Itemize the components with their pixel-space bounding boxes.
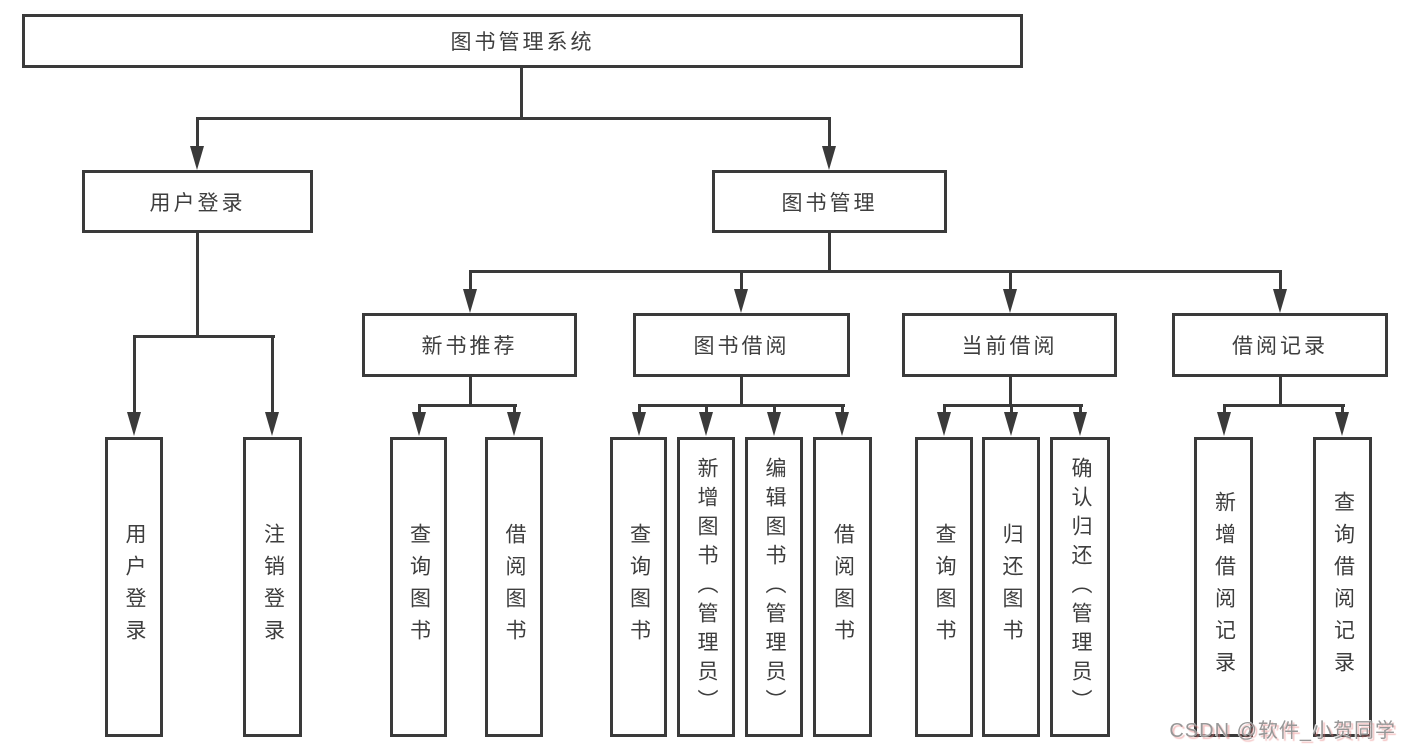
- leaf-label: 查询图书: [407, 523, 431, 651]
- connector-line: [1223, 404, 1345, 407]
- connector-line: [943, 404, 1083, 407]
- arrow-down-icon: [412, 412, 426, 436]
- connector-line: [705, 404, 708, 414]
- node-leaf-br-add-record: 新增借阅记录: [1194, 437, 1253, 737]
- connector-line: [196, 233, 199, 337]
- node-root-label: 图书管理系统: [450, 31, 595, 54]
- leaf-label: 查询图书: [933, 523, 956, 651]
- node-leaf-logout: 注销登录: [243, 437, 302, 737]
- arrow-down-icon: [822, 146, 836, 170]
- connector-line: [469, 270, 472, 292]
- connector-line: [469, 270, 1282, 273]
- node-user-login-label: 用户登录: [149, 191, 246, 215]
- node-leaf-nb-query-books: 查询图书: [390, 437, 447, 737]
- arrow-down-icon: [463, 289, 477, 313]
- arrow-down-icon: [127, 412, 141, 436]
- node-leaf-bb-query-books: 查询图书: [610, 437, 667, 737]
- connector-line: [638, 404, 845, 407]
- connector-line: [740, 270, 743, 292]
- connector-line: [520, 68, 523, 120]
- leaf-label: 查询借阅记录: [1331, 491, 1355, 683]
- connector-line: [1279, 270, 1282, 292]
- leaf-label: 注销登录: [261, 523, 285, 651]
- connector-line: [1279, 377, 1282, 407]
- connector-line: [1223, 404, 1226, 414]
- connector-line: [271, 335, 274, 414]
- arrow-down-icon: [507, 412, 521, 436]
- node-leaf-user-login: 用户登录: [105, 437, 163, 737]
- arrow-down-icon: [1217, 412, 1231, 436]
- csdn-watermark: CSDN @软件_小贺同学: [1169, 720, 1396, 742]
- node-current-borrow: 当前借阅: [902, 313, 1117, 377]
- connector-line: [418, 404, 517, 407]
- node-leaf-br-query-record: 查询借阅记录: [1313, 437, 1372, 737]
- leaf-label: 新增借阅记录: [1212, 491, 1236, 683]
- arrow-down-icon: [1004, 412, 1018, 436]
- arrow-down-icon: [699, 412, 713, 436]
- node-leaf-nb-borrow-books: 借阅图书: [485, 437, 543, 737]
- connector-line: [133, 335, 275, 338]
- connector-line: [513, 404, 516, 414]
- node-leaf-cb-query-books: 查询图书: [915, 437, 973, 737]
- node-new-book-recommend-label: 新书推荐: [421, 335, 518, 358]
- node-user-login: 用户登录: [82, 170, 313, 233]
- connector-line: [828, 233, 831, 272]
- arrow-down-icon: [734, 289, 748, 313]
- node-book-management-label: 图书管理: [781, 191, 878, 215]
- node-new-book-recommend: 新书推荐: [362, 313, 577, 377]
- connector-line: [740, 377, 743, 407]
- node-current-borrow-label: 当前借阅: [961, 335, 1058, 358]
- leaf-label: 确认归还（管理员）: [1069, 456, 1092, 718]
- node-book-borrow-label: 图书借阅: [693, 335, 790, 358]
- connector-line: [1341, 404, 1344, 414]
- node-leaf-cb-return-books: 归还图书: [982, 437, 1040, 737]
- node-book-management: 图书管理: [712, 170, 947, 233]
- connector-line: [638, 404, 641, 414]
- connector-line: [133, 335, 136, 414]
- leaf-label: 查询图书: [627, 523, 651, 651]
- connector-line: [943, 404, 946, 414]
- node-root: 图书管理系统: [22, 14, 1023, 68]
- arrow-down-icon: [1273, 289, 1287, 313]
- leaf-label: 用户登录: [123, 523, 146, 651]
- node-leaf-bb-add-books: 新增图书（管理员）: [677, 437, 735, 737]
- node-leaf-cb-confirm-return: 确认归还（管理员）: [1050, 437, 1110, 737]
- node-borrow-records: 借阅记录: [1172, 313, 1388, 377]
- connector-line: [1009, 270, 1012, 292]
- connector-line: [1009, 377, 1012, 407]
- connector-line: [828, 117, 831, 149]
- arrow-down-icon: [190, 146, 204, 170]
- node-leaf-bb-edit-books: 编辑图书（管理员）: [745, 437, 803, 737]
- leaf-label: 借阅图书: [831, 523, 855, 651]
- connector-line: [196, 117, 831, 120]
- connector-line: [469, 377, 472, 407]
- arrow-down-icon: [1073, 412, 1087, 436]
- connector-line: [418, 404, 421, 414]
- arrow-down-icon: [1003, 289, 1017, 313]
- arrow-down-icon: [937, 412, 951, 436]
- leaf-label: 新增图书（管理员）: [695, 456, 718, 718]
- arrow-down-icon: [632, 412, 646, 436]
- leaf-label: 归还图书: [1000, 523, 1023, 651]
- node-book-borrow: 图书借阅: [633, 313, 850, 377]
- node-borrow-records-label: 借阅记录: [1232, 335, 1328, 358]
- arrow-down-icon: [265, 412, 279, 436]
- node-leaf-bb-borrow-books: 借阅图书: [813, 437, 872, 737]
- leaf-label: 编辑图书（管理员）: [763, 456, 786, 718]
- arrow-down-icon: [1335, 412, 1349, 436]
- arrow-down-icon: [767, 412, 781, 436]
- arrow-down-icon: [835, 412, 849, 436]
- connector-line: [1079, 404, 1082, 414]
- connector-line: [841, 404, 844, 414]
- connector-line: [196, 117, 199, 149]
- leaf-label: 借阅图书: [503, 523, 526, 651]
- connector-line: [1010, 404, 1013, 414]
- connector-line: [773, 404, 776, 414]
